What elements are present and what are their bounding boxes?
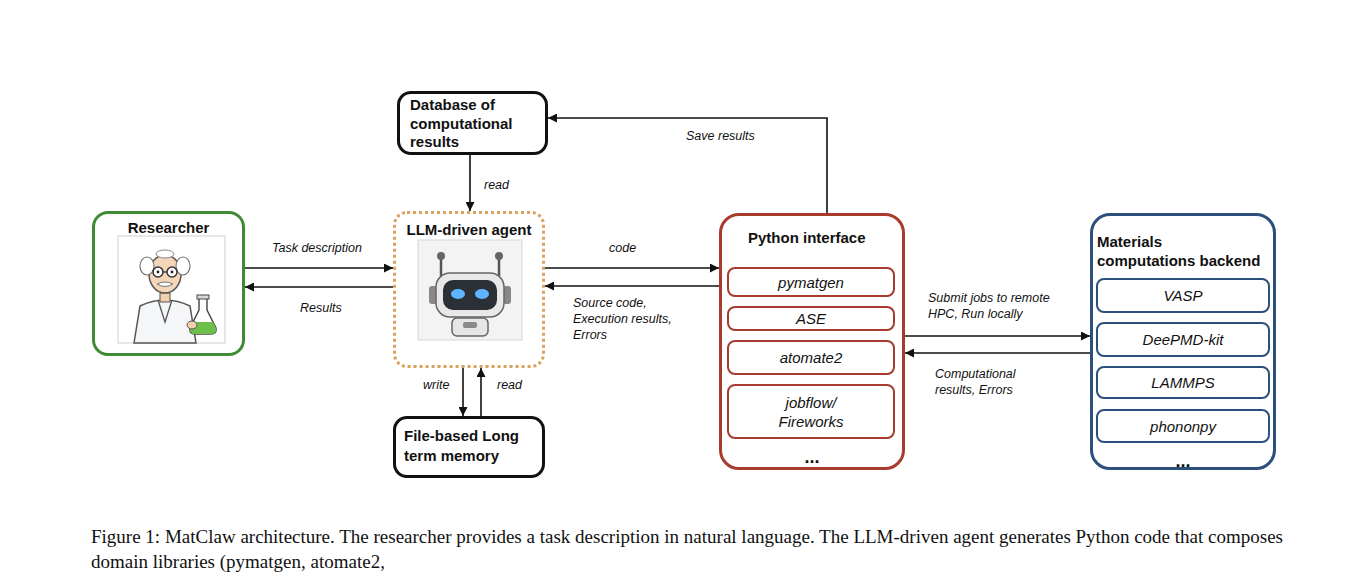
component-box: Researcher [92,211,245,356]
box-heading: File-based Long term memory [404,426,540,466]
component-box: Materials computations backend... VASP Dee… [1090,213,1276,470]
flow-arrow [480,368,482,416]
edge-label: Submit jobs to remote HPC, Run locally [928,290,1070,322]
flow-arrow [548,118,827,213]
library-box: VASP [1096,278,1270,313]
flow-arrow [245,286,393,288]
box-heading: Materials computations backend [1097,232,1263,270]
flow-arrow [905,352,1090,354]
library-name: ASE [729,308,893,329]
edge-label: code [609,240,649,256]
edge-label: Results [300,300,360,316]
edge-label: Save results [686,128,776,144]
library-name: DeePMD-kit [1098,324,1268,355]
library-box: pymatgen [727,267,895,297]
component-box: File-based Long term memory [393,416,545,478]
figure-caption: Figure 1: MatClaw architecture. The rese… [91,524,1283,574]
ellipsis-text: ... [722,448,902,466]
edge-label: Source code, Execution results, Errors [573,295,697,343]
library-name: VASP [1098,280,1268,311]
box-heading: Researcher [95,218,242,237]
component-box: Database of computational results [397,91,548,155]
box-heading: Database of computational results [410,96,542,152]
flow-arrow [905,335,1090,337]
flow-arrow [545,285,719,287]
edge-label: Task description [272,240,387,256]
library-box: LAMMPS [1096,366,1270,399]
scientist-illustration [118,236,225,343]
flow-arrow [469,155,471,211]
edge-label: Computational results, Errors [935,366,1035,398]
robot-illustration [418,240,522,340]
library-box: ASE [727,306,895,331]
library-name: LAMMPS [1098,368,1268,397]
box-heading: Python interface [748,228,898,247]
edge-label: read [484,177,524,193]
library-name: jobflow/ Fireworks [769,386,853,437]
library-name: pymatgen [729,269,893,295]
library-box: DeePMD-kit [1096,322,1270,357]
flow-arrow [462,368,464,416]
library-name: phononpy [1098,411,1268,441]
edge-label: write [423,377,459,393]
flow-arrow [545,267,719,269]
library-box: atomate2 [727,340,895,375]
component-box: Python interface... pymatgenASE atomate2 jo… [719,213,905,470]
library-box: jobflow/ Fireworks [727,384,895,439]
ellipsis-text: ... [1093,452,1273,470]
box-heading: LLM-driven agent [396,220,542,239]
library-box: phononpy [1096,409,1270,443]
flow-arrow [245,267,393,269]
component-box: LLM-driven agent [393,211,545,368]
edge-label: read [497,377,533,393]
library-name: atomate2 [729,342,893,373]
